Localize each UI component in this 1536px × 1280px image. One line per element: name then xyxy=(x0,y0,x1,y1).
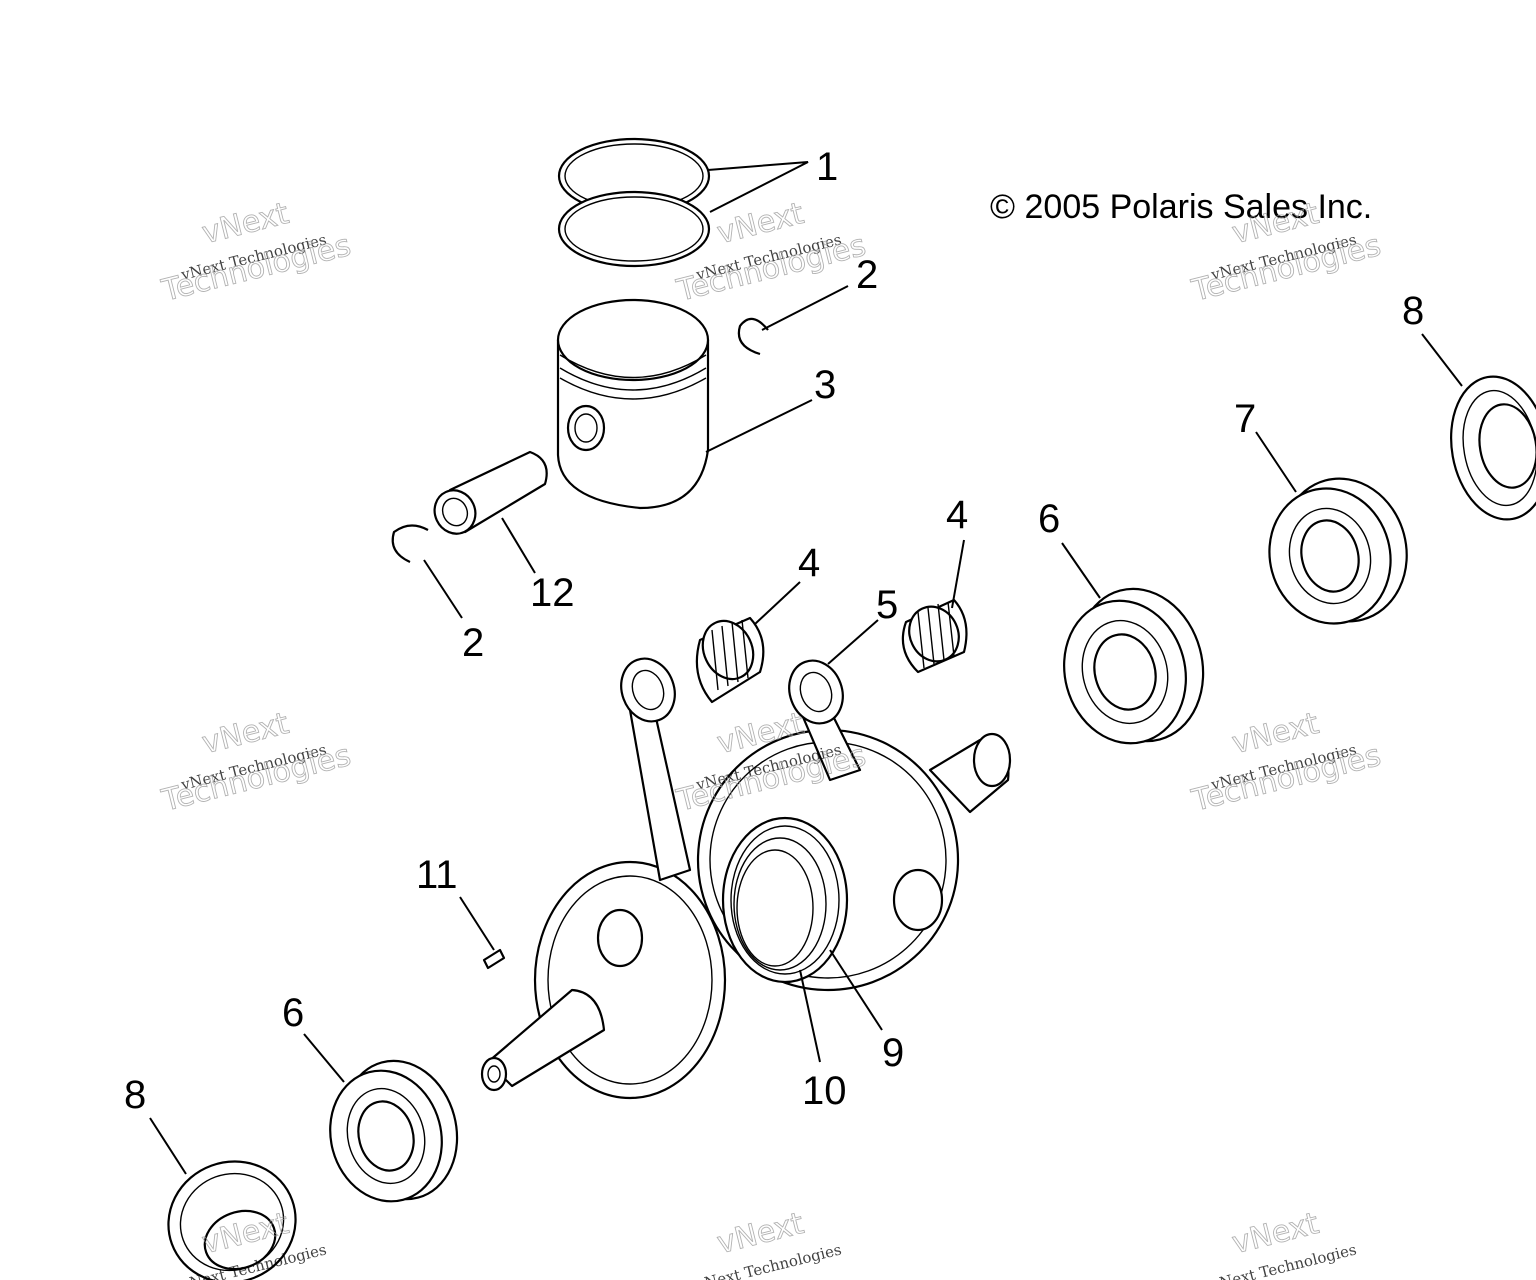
svg-text:Technologies: Technologies xyxy=(1188,228,1384,309)
callout-1: 1 xyxy=(816,145,838,189)
callout-9: 9 xyxy=(882,1031,904,1075)
svg-text:Technologies: Technologies xyxy=(158,228,354,309)
callout-8-left: 8 xyxy=(124,1073,146,1117)
wrist-pin-clip-upper xyxy=(737,317,769,356)
callout-6-right: 6 xyxy=(1038,497,1060,541)
callout-10: 10 xyxy=(802,1069,847,1113)
piston-rings xyxy=(557,137,711,268)
callout-5: 5 xyxy=(876,583,898,627)
callout-labels: 1 2 3 2 12 4 5 4 6 7 8 11 9 10 6 8 xyxy=(124,145,1424,1117)
bearing-7 xyxy=(1268,477,1408,625)
leader-lines xyxy=(149,161,1463,1175)
callout-2-lower: 2 xyxy=(462,621,484,665)
callout-4-left: 4 xyxy=(798,541,820,585)
callout-11: 11 xyxy=(416,853,458,897)
callout-8-right: 8 xyxy=(1402,289,1424,333)
main-bearing-left xyxy=(329,1059,459,1203)
callout-4-right: 4 xyxy=(946,493,968,537)
main-bearing-right xyxy=(1063,587,1205,745)
watermark: vNext vNext Technologies xyxy=(693,1206,843,1280)
svg-text:Technologies: Technologies xyxy=(158,738,354,819)
callout-12: 12 xyxy=(530,571,575,615)
callout-3: 3 xyxy=(814,363,836,407)
watermark: vNext vNext Technologies Technologies xyxy=(1187,706,1384,820)
oil-seal-left xyxy=(167,1160,297,1280)
watermark: vNext vNext Technologies Technologies xyxy=(157,706,354,820)
needle-bearing-left xyxy=(695,616,765,704)
woodruff-key xyxy=(482,948,506,970)
callout-2-upper: 2 xyxy=(856,253,878,297)
wrist-pin-clip-lower xyxy=(391,524,429,564)
callout-6-left: 6 xyxy=(282,991,304,1035)
callout-7: 7 xyxy=(1234,397,1256,441)
oil-seal-right xyxy=(1450,375,1536,521)
svg-text:Technologies: Technologies xyxy=(1188,738,1384,819)
crankshaft-assembly xyxy=(480,657,1012,1100)
watermark: vNext vNext Technologies Technologies xyxy=(157,196,354,310)
piston xyxy=(556,298,710,510)
copyright-notice: © 2005 Polaris Sales Inc. xyxy=(990,188,1372,226)
watermark: vNext vNext Technologies xyxy=(1208,1206,1358,1280)
needle-bearing-right xyxy=(901,598,968,674)
wrist-pin xyxy=(433,450,548,535)
